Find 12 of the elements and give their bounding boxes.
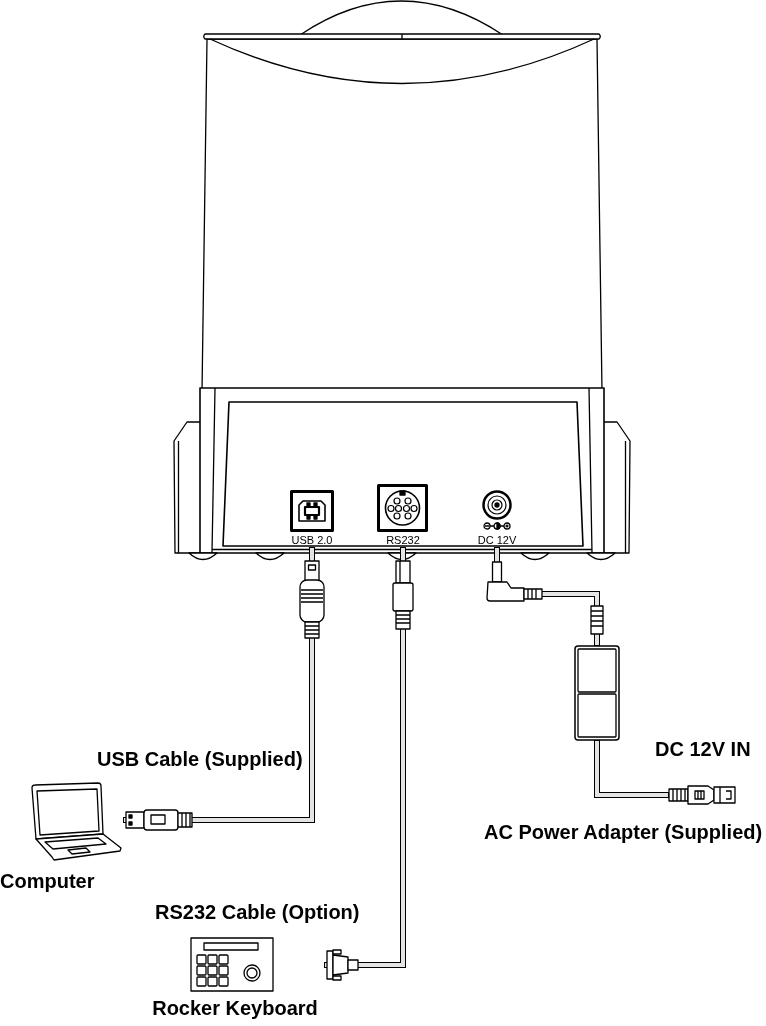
device-label: Computer <box>0 870 95 892</box>
cable-label: RS232 Cable (Option) <box>155 901 360 923</box>
callout-label: DC 12V IN <box>655 738 751 760</box>
cable <box>325 548 405 967</box>
cable <box>595 741 668 797</box>
cable-label: USB Cable (Supplied) <box>97 748 303 770</box>
port-label: RS232 <box>386 534 420 546</box>
callout-label: AC Power Adapter (Supplied) <box>484 821 763 843</box>
device-label: Rocker Keyboard <box>152 997 318 1019</box>
power-adapter-brick <box>574 645 620 741</box>
port-label: DC 12V <box>477 534 517 546</box>
port-label: USB 2.0 <box>291 534 333 546</box>
